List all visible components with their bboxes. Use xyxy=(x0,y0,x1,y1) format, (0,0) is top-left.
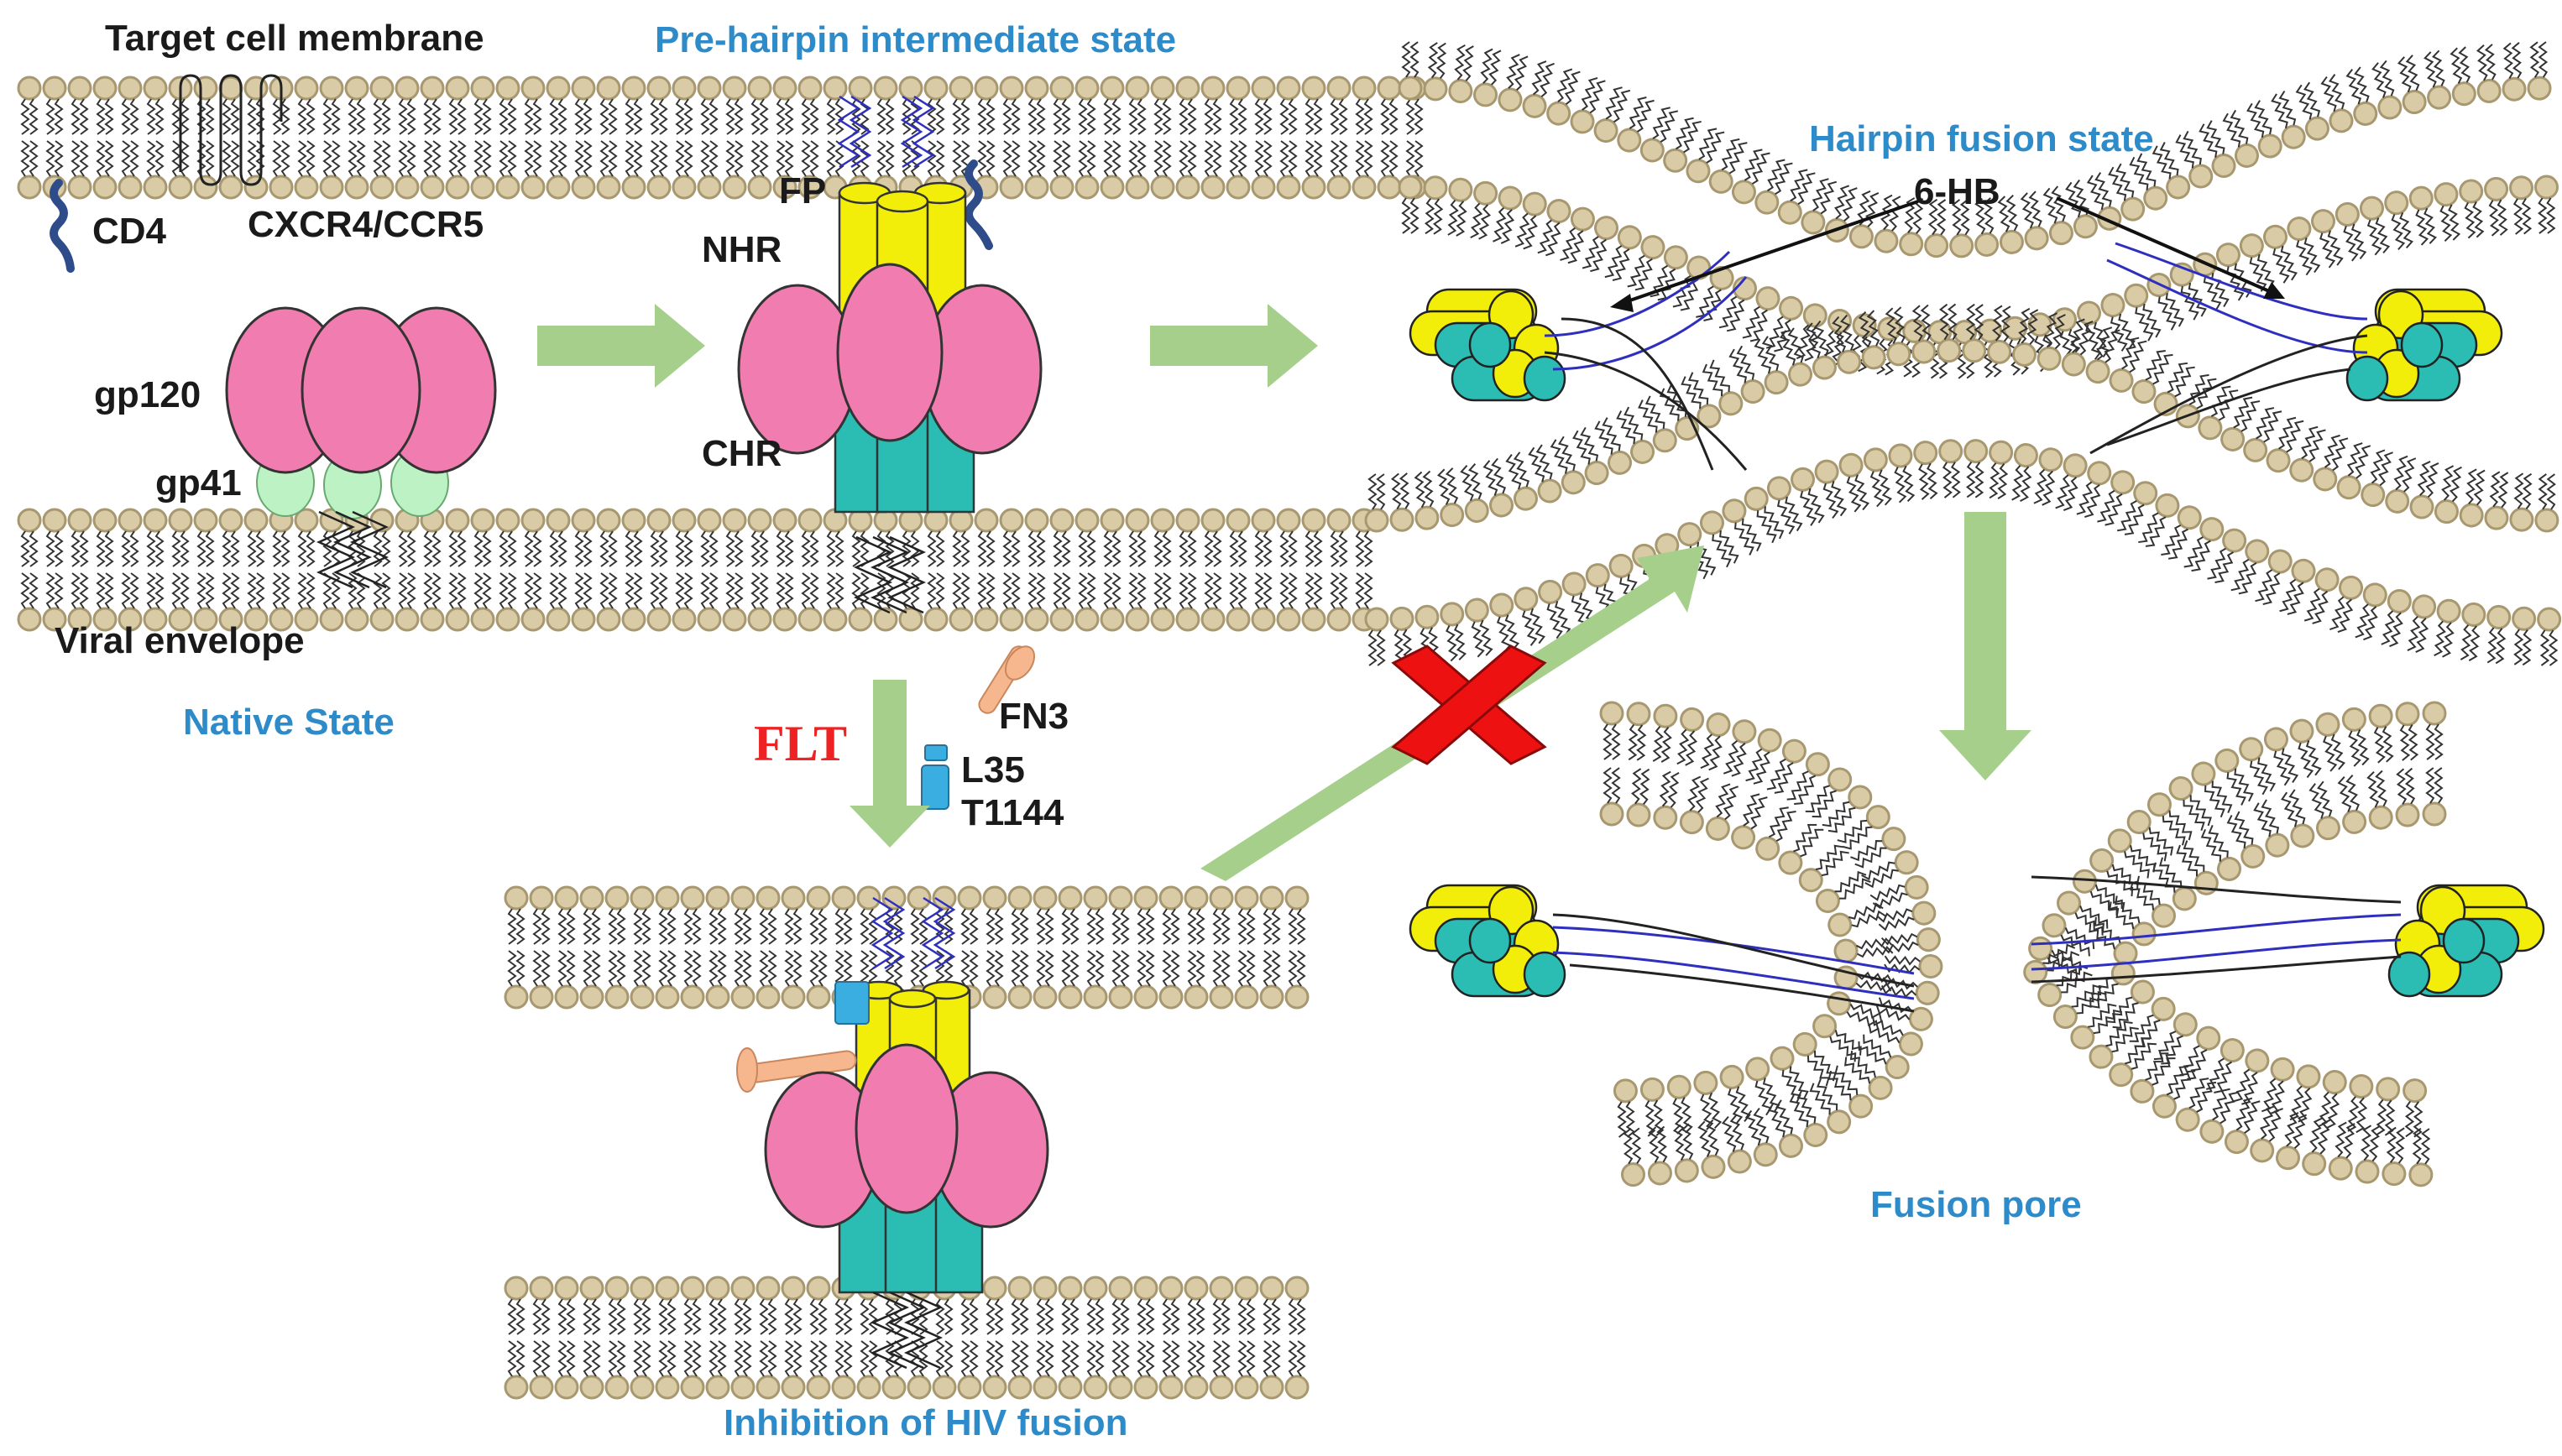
prehairpin-complex xyxy=(737,95,1043,614)
membranes xyxy=(18,40,2562,1398)
gp120-subunit xyxy=(836,263,944,442)
six-hb-pointer-right xyxy=(2056,196,2276,295)
coreceptor-label: CXCR4/CCR5 xyxy=(248,204,484,245)
six-helix-bundle-right xyxy=(2345,288,2503,402)
cd4-label: CD4 xyxy=(92,211,167,252)
arrow-native-to-prehairpin xyxy=(537,304,705,388)
arrows xyxy=(537,304,2031,881)
arrow-prehairpin-to-hairpin xyxy=(1150,304,1318,388)
fn3-label: FN3 xyxy=(999,696,1069,737)
arrow-prehairpin-to-inhibition xyxy=(850,680,930,848)
hairpin-state-label: Hairpin fusion state xyxy=(1809,118,2154,159)
six-helix-bundle-pore-left xyxy=(1409,884,1566,998)
gp120-label: gp120 xyxy=(94,374,201,415)
t1144-peptide-bound xyxy=(834,981,870,1025)
nhr-label: NHR xyxy=(702,229,782,270)
native-state-label: Native State xyxy=(183,702,395,743)
fusion-pore-complex xyxy=(1409,875,2545,1013)
blocked-x-icon xyxy=(1391,645,1547,765)
coreceptor-icon xyxy=(179,74,283,186)
six-helix-bundle-left xyxy=(1409,288,1566,402)
six-hb-pointer-left xyxy=(1619,200,1919,305)
six-hb-label: 6-HB xyxy=(1914,171,2000,212)
flt-label: FLT xyxy=(754,716,847,771)
viral-envelope-label: Viral envelope xyxy=(55,620,305,661)
prehairpin-state-label: Pre-hairpin intermediate state xyxy=(655,19,1176,60)
hairpin-fusion-complex xyxy=(1409,196,2503,471)
viral-envelope-membrane xyxy=(18,509,1375,630)
inhibition-tm-helices xyxy=(871,1291,942,1370)
cd4-icon xyxy=(50,179,75,273)
target-membrane-label: Target cell membrane xyxy=(105,18,484,59)
chr-label: CHR xyxy=(702,433,782,474)
t1144-label: T1144 xyxy=(961,792,1064,833)
native-state-complex xyxy=(50,74,497,589)
flt-components xyxy=(921,645,1036,810)
six-helix-bundle-pore-right xyxy=(2387,884,2545,998)
target-membrane-top xyxy=(18,77,1425,198)
l35-linker-icon xyxy=(924,744,948,761)
gp41-label: gp41 xyxy=(155,462,242,504)
arrow-hairpin-to-pore xyxy=(1939,512,2031,780)
labels: Target cell membrane Pre-hairpin interme… xyxy=(55,18,2154,1443)
l35-label: L35 xyxy=(961,749,1025,791)
cd4-icon xyxy=(965,159,993,250)
fusion-pore-label: Fusion pore xyxy=(1870,1184,2082,1225)
inhibition-complex xyxy=(736,896,1049,1370)
t1144-icon xyxy=(921,765,949,810)
inhibition-label: Inhibition of HIV fusion xyxy=(724,1402,1127,1443)
gp120-subunit xyxy=(301,306,421,474)
fp-label: FP xyxy=(779,170,826,211)
gp120-subunit xyxy=(855,1043,959,1214)
